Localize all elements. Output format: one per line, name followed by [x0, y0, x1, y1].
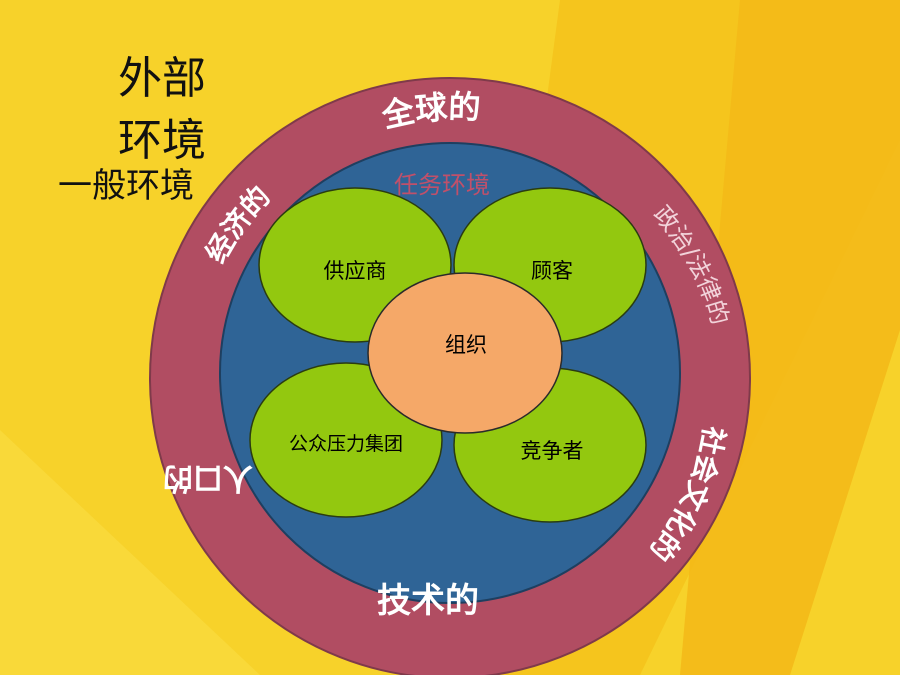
- petal-label-suppliers: 供应商: [324, 259, 387, 283]
- bg-streak: [680, 0, 900, 675]
- task-environment-label: 任务环境: [394, 171, 490, 199]
- title-line-2: 环境: [118, 115, 206, 166]
- title-line-1: 外部: [118, 53, 206, 104]
- ring-label-technological: 技术的: [377, 581, 479, 621]
- petal-label-pressure-groups: 公众压力集团: [289, 433, 403, 455]
- general-environment-label: 一般环境: [58, 166, 194, 206]
- bg-streak: [0, 430, 260, 675]
- ring-label-demographic: 人口的: [163, 460, 253, 495]
- external-environment-title: 外部 环境: [118, 48, 206, 172]
- petal-label-customers: 顾客: [531, 259, 573, 283]
- center-label: 组织: [445, 333, 487, 357]
- petal-label-competitors: 竞争者: [521, 439, 584, 463]
- center-organization: [367, 272, 563, 434]
